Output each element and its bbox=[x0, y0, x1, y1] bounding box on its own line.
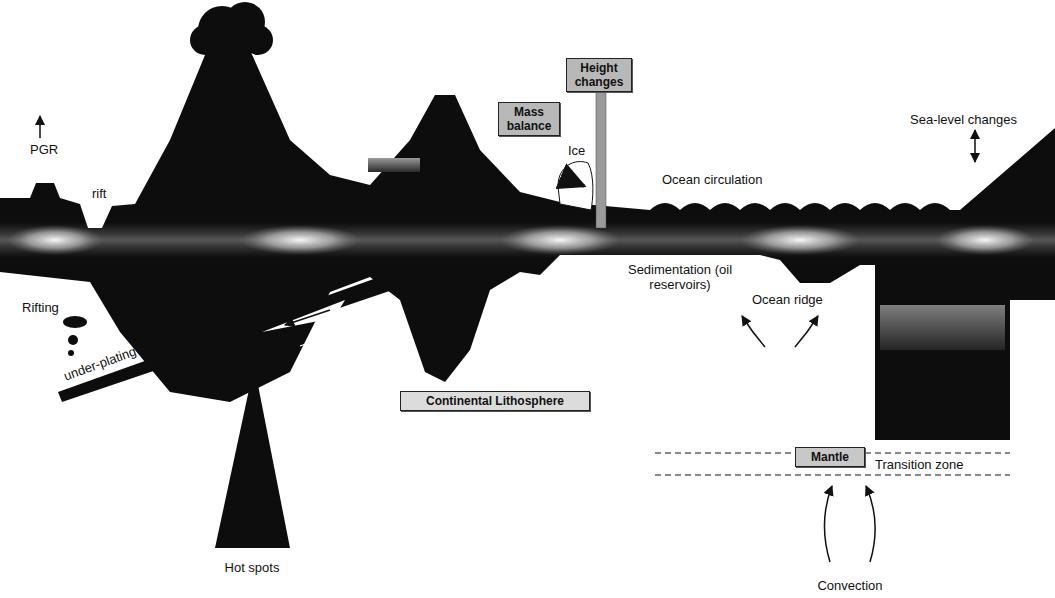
flow-arrow bbox=[285, 310, 330, 325]
spreading-arrow bbox=[795, 316, 818, 347]
annotation-label: Ocean circulation bbox=[662, 172, 762, 187]
label-box: Height changes bbox=[566, 58, 632, 92]
sea-level-arrow bbox=[974, 130, 976, 162]
label-box: Continental Lithosphere bbox=[400, 391, 590, 411]
annotation-label: Hot spots bbox=[225, 560, 280, 575]
underplating-slab bbox=[58, 266, 416, 402]
annotation-label: PGR bbox=[30, 142, 58, 157]
box-text: Continental Lithosphere bbox=[405, 394, 585, 408]
crust-silhouette bbox=[0, 45, 1055, 440]
convection-arrow bbox=[866, 486, 875, 562]
annotation-label: Ice bbox=[568, 143, 585, 158]
convection-arrow bbox=[824, 486, 832, 562]
annotation-label: Ocean ridge bbox=[752, 292, 823, 307]
ice-flow-arrow bbox=[565, 178, 584, 186]
hotspot-plume bbox=[215, 385, 290, 548]
annotation-label: Sea-level changes bbox=[910, 112, 1017, 127]
flow-arrow bbox=[300, 330, 345, 346]
annotation-label: under-plating bbox=[62, 343, 138, 383]
spreading-arrow bbox=[742, 316, 765, 347]
ice-mass bbox=[558, 162, 593, 210]
rifting-blob bbox=[68, 335, 78, 345]
box-text: Height changes bbox=[571, 61, 627, 89]
annotation-label: rift bbox=[92, 186, 106, 201]
height-bar bbox=[596, 92, 606, 228]
white-wedge bbox=[262, 300, 345, 332]
uplift-arrow bbox=[39, 116, 41, 138]
shaded-patch bbox=[368, 158, 420, 172]
lithosphere-band bbox=[0, 222, 1055, 350]
label-box: Mass balance bbox=[498, 102, 560, 136]
label-box: Mantle bbox=[795, 447, 865, 467]
annotation-label: Convection bbox=[817, 578, 882, 593]
rifting-blob bbox=[63, 316, 87, 328]
annotation-label: Transition zone bbox=[875, 457, 963, 472]
transition-line bbox=[655, 475, 1010, 476]
box-text: Mass balance bbox=[503, 105, 555, 133]
rifting-blob bbox=[68, 350, 74, 356]
annotation-label: Rifting bbox=[22, 300, 59, 315]
annotation-label: Sedimentation (oil reservoirs) bbox=[624, 262, 736, 292]
box-text: Mantle bbox=[800, 450, 860, 464]
